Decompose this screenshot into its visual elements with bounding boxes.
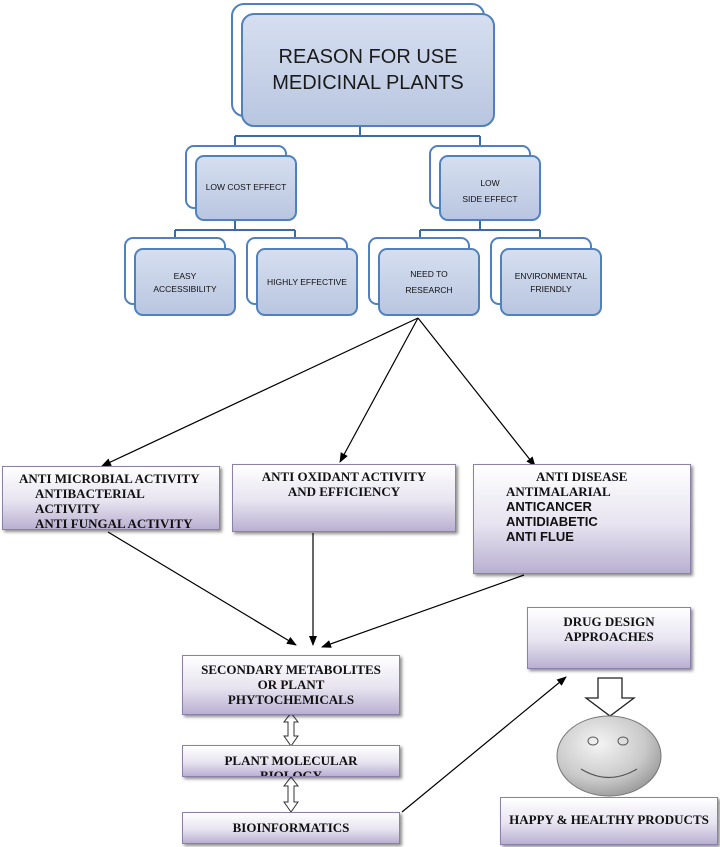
plant-molecular-biology-box: PLANT MOLECULAR BIOLOGY [182,745,400,777]
environmental-friendly-label: ENVIRONMENTAL FRIENDLY [501,270,601,296]
happy-healthy-label: HAPPY & HEALTHY PRODUCTS [509,812,709,827]
root-title: REASON FOR USE MEDICINAL PLANTS [242,44,494,96]
arrow-disease-to-secondary [321,574,525,648]
anti-disease-item4: ANTI FLUE [506,529,574,544]
arrow-research-to-disease [417,317,536,467]
anti-microbial-item2: ACTIVITY [35,501,101,516]
anti-disease-box: ANTI DISEASE ANTIMALARIAL ANTICANCER ANT… [473,464,691,574]
drug-design-line2: APPROACHES [564,629,654,644]
anti-oxidant-line2: AND EFFICIENCY [287,484,401,499]
anti-oxidant-line1: ANTI OXIDANT ACTIVITY [261,469,427,484]
anti-disease-item1: ANTIMALARIAL [506,484,611,499]
bioinformatics-box: BIOINFORMATICS [182,812,400,844]
arrow-bioinformatics-to-drug-design [401,676,567,813]
need-to-research-node [368,237,480,316]
molecular-line2: BIOLOGY [259,768,323,777]
root-node [231,3,495,127]
down-arrow-icon [584,677,636,717]
anti-microbial-title: ANTI MICROBIAL ACTIVITY [19,471,200,486]
anti-microbial-box: ANTI MICROBIAL ACTIVITY ANTIBACTERIAL AC… [2,466,220,530]
secondary-line3: PHYTOCHEMICALS [227,692,355,707]
smiley-face-icon [556,715,662,797]
low-cost-label: LOW COST EFFECT [205,182,287,192]
anti-oxidant-box: ANTI OXIDANT ACTIVITY AND EFFICIENCY [232,464,456,532]
env-line2: FRIENDLY [530,284,572,294]
easy-accessibility-label: EASY ACCESSIBILITY [135,270,235,296]
easy-accessibility-node [124,237,236,316]
molecular-line1: PLANT MOLECULAR [224,753,358,768]
need-line1: NEED TO [410,269,448,279]
easy-line2: ACCESSIBILITY [153,284,217,294]
low-side-effect-line1: LOW [480,178,500,188]
secondary-line1: SECONDARY METABOLITES [201,662,381,677]
low-side-effect-label: LOW SIDE EFFECT [440,175,540,207]
root-title-line2: MEDICINAL PLANTS [272,72,464,94]
drug-design-box: DRUG DESIGN APPROACHES [527,607,691,669]
low-cost-node [185,145,297,221]
arrows [101,317,567,813]
easy-line1: EASY [173,271,197,281]
double-arrow-molecular-bioinformatics [282,776,300,813]
highly-effective-node [246,237,358,316]
need-to-research-label: NEED TO RESEARCH [379,266,479,298]
secondary-line2: OR PLANT [257,677,325,692]
arrow-microbial-to-secondary [107,531,297,646]
environmental-friendly-node [490,237,602,316]
env-line1: ENVIRONMENTAL [514,271,588,281]
anti-microbial-item3: ANTI FUNGAL ACTIVITY [35,516,193,530]
low-side-effect-node [429,145,541,221]
anti-disease-item3: ANTIDIABETIC [506,514,598,529]
need-line2: RESEARCH [405,285,453,295]
anti-microbial-item1: ANTIBACTERIAL [35,486,145,501]
arrow-research-to-oxidant [339,317,419,463]
bioinformatics-label: BIOINFORMATICS [232,820,350,835]
anti-disease-item2: ANTICANCER [506,499,592,514]
arrow-research-to-microbial [101,317,419,467]
anti-disease-title: ANTI DISEASE [536,469,628,484]
double-arrow-secondary-molecular [282,712,300,747]
happy-healthy-box: HAPPY & HEALTHY PRODUCTS [500,797,718,845]
tree-connectors [174,126,541,240]
highly-effective-label: HIGHLY EFFECTIVE [267,277,347,287]
low-side-effect-line2: SIDE EFFECT [462,194,518,204]
root-title-line1: REASON FOR USE [278,46,458,68]
secondary-metabolites-box: SECONDARY METABOLITES OR PLANT PHYTOCHEM… [182,655,400,715]
drug-design-line1: DRUG DESIGN [563,614,655,629]
